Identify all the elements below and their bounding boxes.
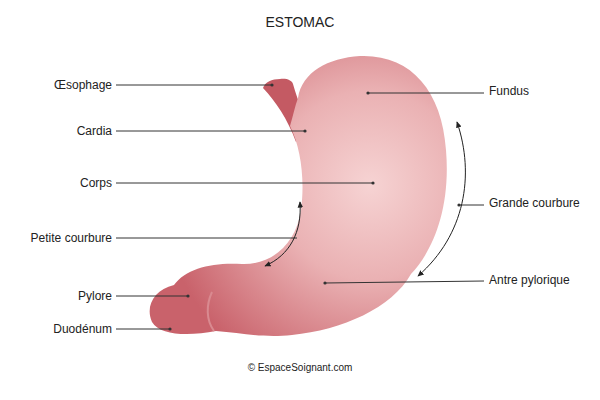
part-label: Antre pylorique: [489, 272, 570, 288]
part-label: Grande courbure: [489, 195, 580, 211]
part-label: Corps: [80, 175, 112, 191]
title: ESTOMAC: [0, 13, 600, 31]
leader-dots: [168, 83, 460, 330]
watermark: © EspaceSoignant.com: [248, 360, 353, 376]
part-label: Œsophage: [54, 77, 112, 93]
greater-curvature-arrow: [418, 122, 465, 276]
part-label: Cardia: [77, 123, 112, 139]
part-label: Pylore: [78, 288, 112, 304]
part-label: Duodénum: [53, 321, 112, 337]
pylorus-groove: [208, 292, 214, 331]
part-label: Fundus: [489, 83, 529, 99]
lesser-curvature-arrow: [265, 202, 300, 266]
leader-lines: [116, 85, 484, 329]
part-label: Petite courbure: [31, 230, 112, 246]
stomach-body: [150, 56, 447, 336]
